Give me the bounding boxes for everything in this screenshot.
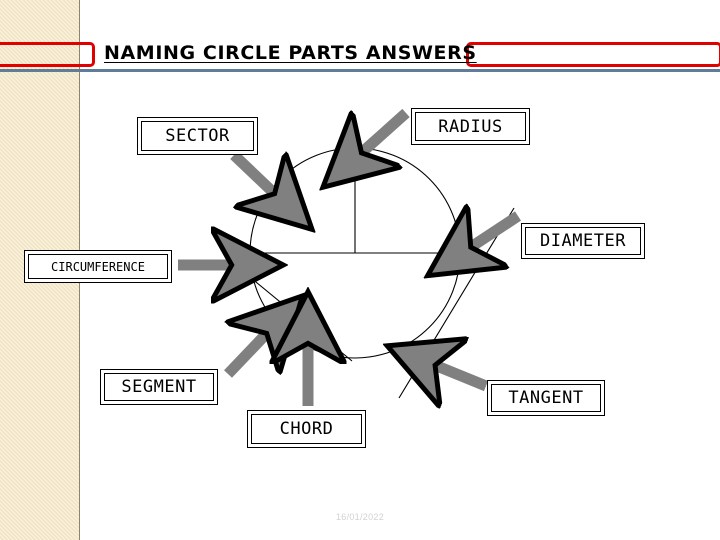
arrow-sector — [230, 151, 277, 196]
title-highlight-box-left — [0, 42, 95, 67]
answer-label-radius[interactable]: RADIUS — [411, 108, 530, 145]
arrow-diameter — [468, 216, 522, 249]
answer-label-tangent-text: TANGENT — [491, 384, 601, 412]
arrow-radius — [359, 108, 410, 155]
answer-label-segment-text: SEGMENT — [104, 373, 214, 401]
answer-label-radius-text: RADIUS — [415, 112, 526, 141]
answer-label-circumference-text: CIRCUMFERENCE — [28, 254, 168, 279]
answer-label-circumference[interactable]: CIRCUMFERENCE — [24, 250, 172, 283]
chord-line — [250, 277, 353, 362]
answer-label-segment[interactable]: SEGMENT — [100, 369, 218, 405]
answer-label-chord[interactable]: CHORD — [247, 410, 366, 448]
page-title: NAMING CIRCLE PARTS ANSWERS — [104, 42, 477, 64]
answer-label-tangent[interactable]: TANGENT — [487, 380, 605, 416]
answer-label-sector[interactable]: SECTOR — [137, 117, 258, 155]
footer-date: 16/01/2022 — [335, 512, 385, 522]
arrow-segment — [224, 331, 269, 378]
circle-outline — [249, 147, 461, 359]
arrow-tangent — [432, 364, 489, 386]
answer-label-diameter-text: DIAMETER — [525, 227, 641, 255]
answer-label-chord-text: CHORD — [251, 414, 362, 444]
tangent-line — [398, 207, 515, 399]
title-highlight-box-right — [466, 42, 720, 67]
answer-label-diameter[interactable]: DIAMETER — [521, 223, 645, 259]
title-divider-rule — [0, 69, 720, 72]
answer-label-sector-text: SECTOR — [141, 121, 254, 151]
